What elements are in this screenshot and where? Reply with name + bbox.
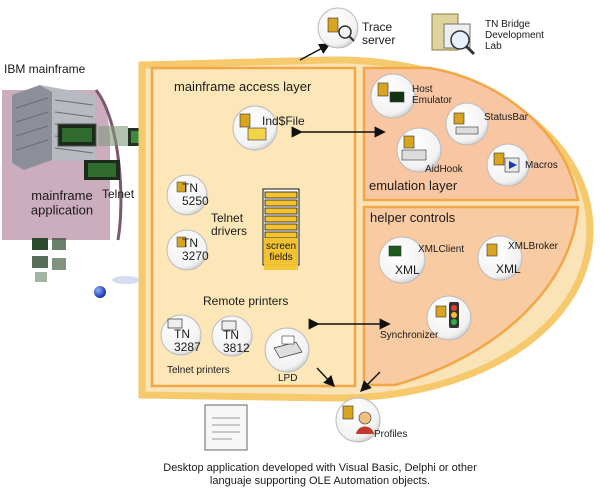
aidhook-label: AidHook [425,164,464,175]
telnet-printers-label: Telnet printers [167,365,230,376]
mainframe-access-layer-title: mainframe access layer [174,79,312,94]
connector-arrows [291,43,391,392]
synchronizer-icon [426,295,472,341]
macros-label: Macros [525,160,558,171]
document-icon [204,404,248,451]
lpd-printer-icon [264,327,310,373]
xmlclient-icon [378,236,426,284]
xml-label-broker: XML [496,262,521,276]
synchronizer-label: Synchronizer [380,330,439,341]
emulation-layer-title: emulation layer [369,178,458,193]
aidhook-icon [396,127,442,173]
tn3270-icon [166,229,208,271]
caption: Desktop application developed with Visua… [163,462,477,487]
xmlbroker-label: XMLBroker [508,241,559,252]
xmlbroker-icon [477,235,523,281]
tn3812-icon [211,315,253,357]
xmlclient-label: XMLClient [418,244,464,255]
statusbar-icon [445,102,489,146]
motion-trail [112,276,140,284]
trace-server-icon [317,7,359,49]
tn-bridge-lab-icon [431,13,476,56]
blue-ball-icon [94,286,106,298]
ibm-mainframe-label: IBM mainframe [4,62,86,76]
statusbar-label: StatusBar [484,112,529,123]
profiles-label: Profiles [374,429,407,440]
lpd-label: LPD [278,373,297,384]
xml-label-client: XML [395,263,420,277]
macros-icon [486,143,530,187]
tn5250-icon [166,174,208,216]
tn3287-icon [160,314,202,356]
remote-printers-label: Remote printers [203,294,288,308]
profiles-icon [335,397,381,443]
helper-controls-title: helper controls [370,210,456,225]
screen-fields-label-bg [264,238,298,270]
telnet-label: Telnet [102,187,135,201]
host-emulator-icon [370,73,416,119]
ind-file-label: Ind$File [262,114,305,128]
ind-file-icon [232,105,278,151]
